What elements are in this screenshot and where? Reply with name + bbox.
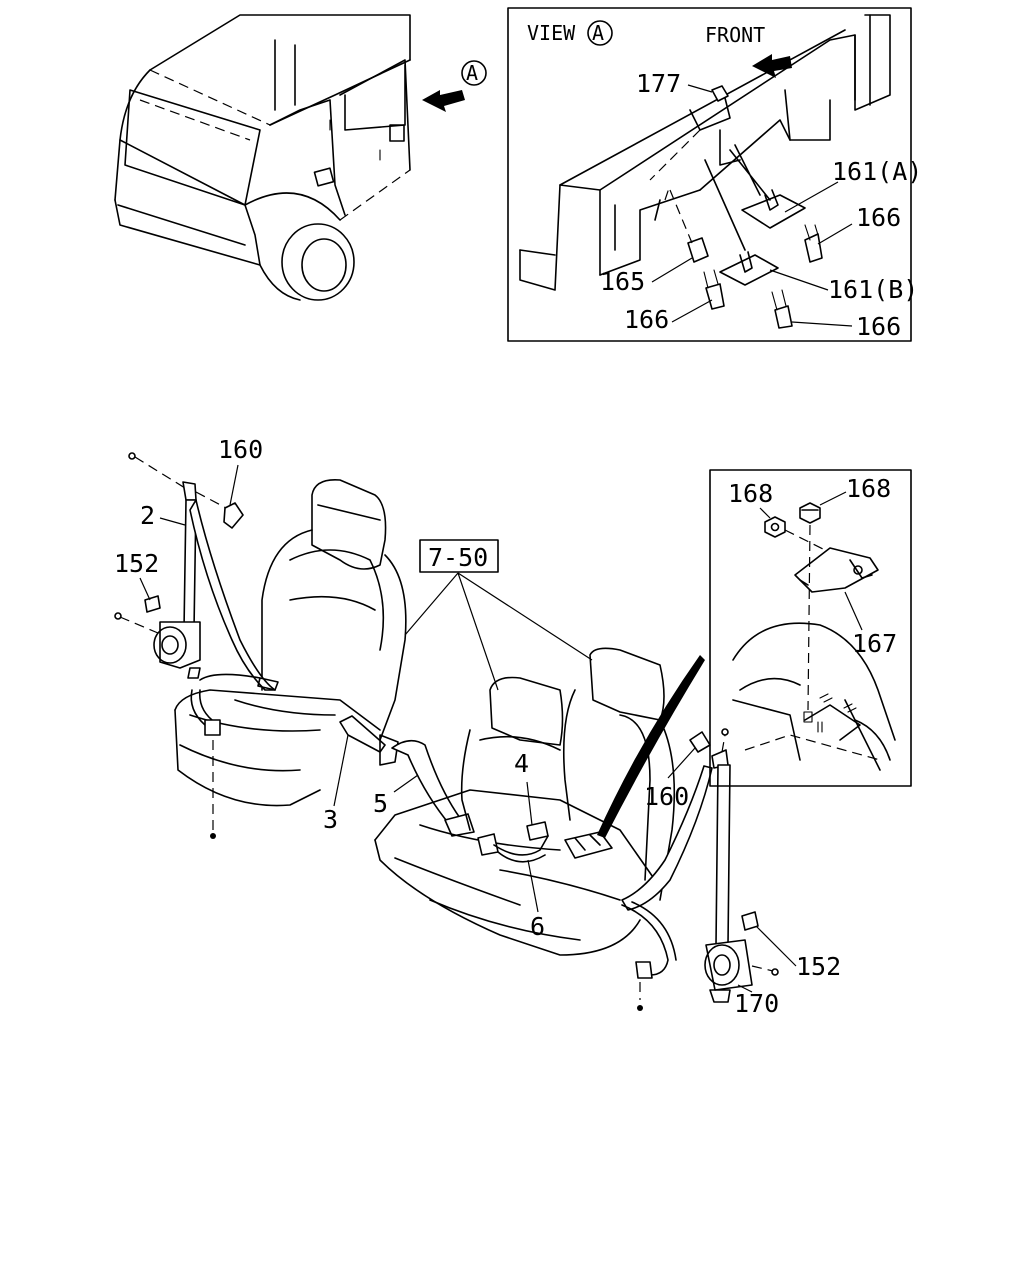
view-a-inset: VIEW A FRONT	[507, 7, 922, 342]
bolt-166-right-icon	[774, 305, 793, 329]
anchor-plate-161a	[741, 194, 806, 229]
retractor-left-icon	[159, 621, 201, 669]
callout-168-left: 168	[728, 479, 773, 508]
nut-168-left-icon	[764, 516, 786, 538]
callout-160-left: 160	[218, 435, 263, 464]
view-a-title: VIEW	[527, 21, 576, 45]
nut-168-right-icon	[799, 502, 821, 524]
callout-2: 2	[140, 501, 155, 530]
callout-166-left: 166	[624, 305, 669, 334]
callout-152-right: 152	[796, 952, 841, 981]
detail-pointer-wedge	[597, 655, 705, 838]
callout-170: 170	[734, 989, 779, 1018]
callout-161b: 161(B)	[828, 275, 918, 304]
callout-168-right: 168	[846, 474, 891, 503]
retractor-right-icon	[705, 939, 753, 991]
trim-cover-152-right-icon	[741, 911, 759, 931]
buckle-3-icon	[339, 715, 386, 753]
trim-cover-152-left-icon	[144, 595, 161, 613]
passenger-seat-illustration: 4 6 160 152 170	[374, 647, 841, 1018]
callout-152-left: 152	[114, 549, 159, 578]
trim-cover-160-right-icon	[689, 731, 711, 753]
clip-165-icon	[687, 237, 709, 263]
driver-seat-illustration: 160 2 152 3 5	[114, 435, 475, 839]
view-a-marker: A	[592, 21, 604, 45]
truck-view-marker: A	[466, 61, 478, 85]
callout-160-right: 160	[644, 782, 689, 811]
bolt-166-upper-icon	[804, 233, 823, 263]
callout-7-50: 7-50	[428, 543, 488, 572]
front-label: FRONT	[705, 23, 765, 47]
front-arrow-icon	[752, 54, 792, 78]
callout-165: 165	[600, 267, 645, 296]
callout-167: 167	[852, 629, 897, 658]
callout-161a: 161(A)	[832, 157, 922, 186]
callout-6: 6	[530, 912, 545, 941]
detail-inset-frame	[709, 469, 912, 787]
buckle-4-icon	[526, 821, 549, 841]
anchor-detail-inset: 168 168 167	[709, 469, 912, 787]
bracket-167-icon	[794, 547, 879, 593]
callout-166-upper: 166	[856, 203, 901, 232]
callout-3: 3	[323, 805, 338, 834]
callout-166-right: 166	[856, 312, 901, 341]
clip-177-icon	[711, 85, 729, 102]
callout-5: 5	[373, 789, 388, 818]
truck-cab-illustration: A	[114, 14, 487, 301]
view-a-frame	[507, 7, 912, 342]
callout-4: 4	[514, 749, 529, 778]
bolt-166-left-icon	[705, 283, 725, 310]
callout-177: 177	[636, 69, 681, 98]
reference-7-50: 7-50	[404, 539, 593, 691]
trim-cover-160-left-icon	[223, 502, 244, 529]
